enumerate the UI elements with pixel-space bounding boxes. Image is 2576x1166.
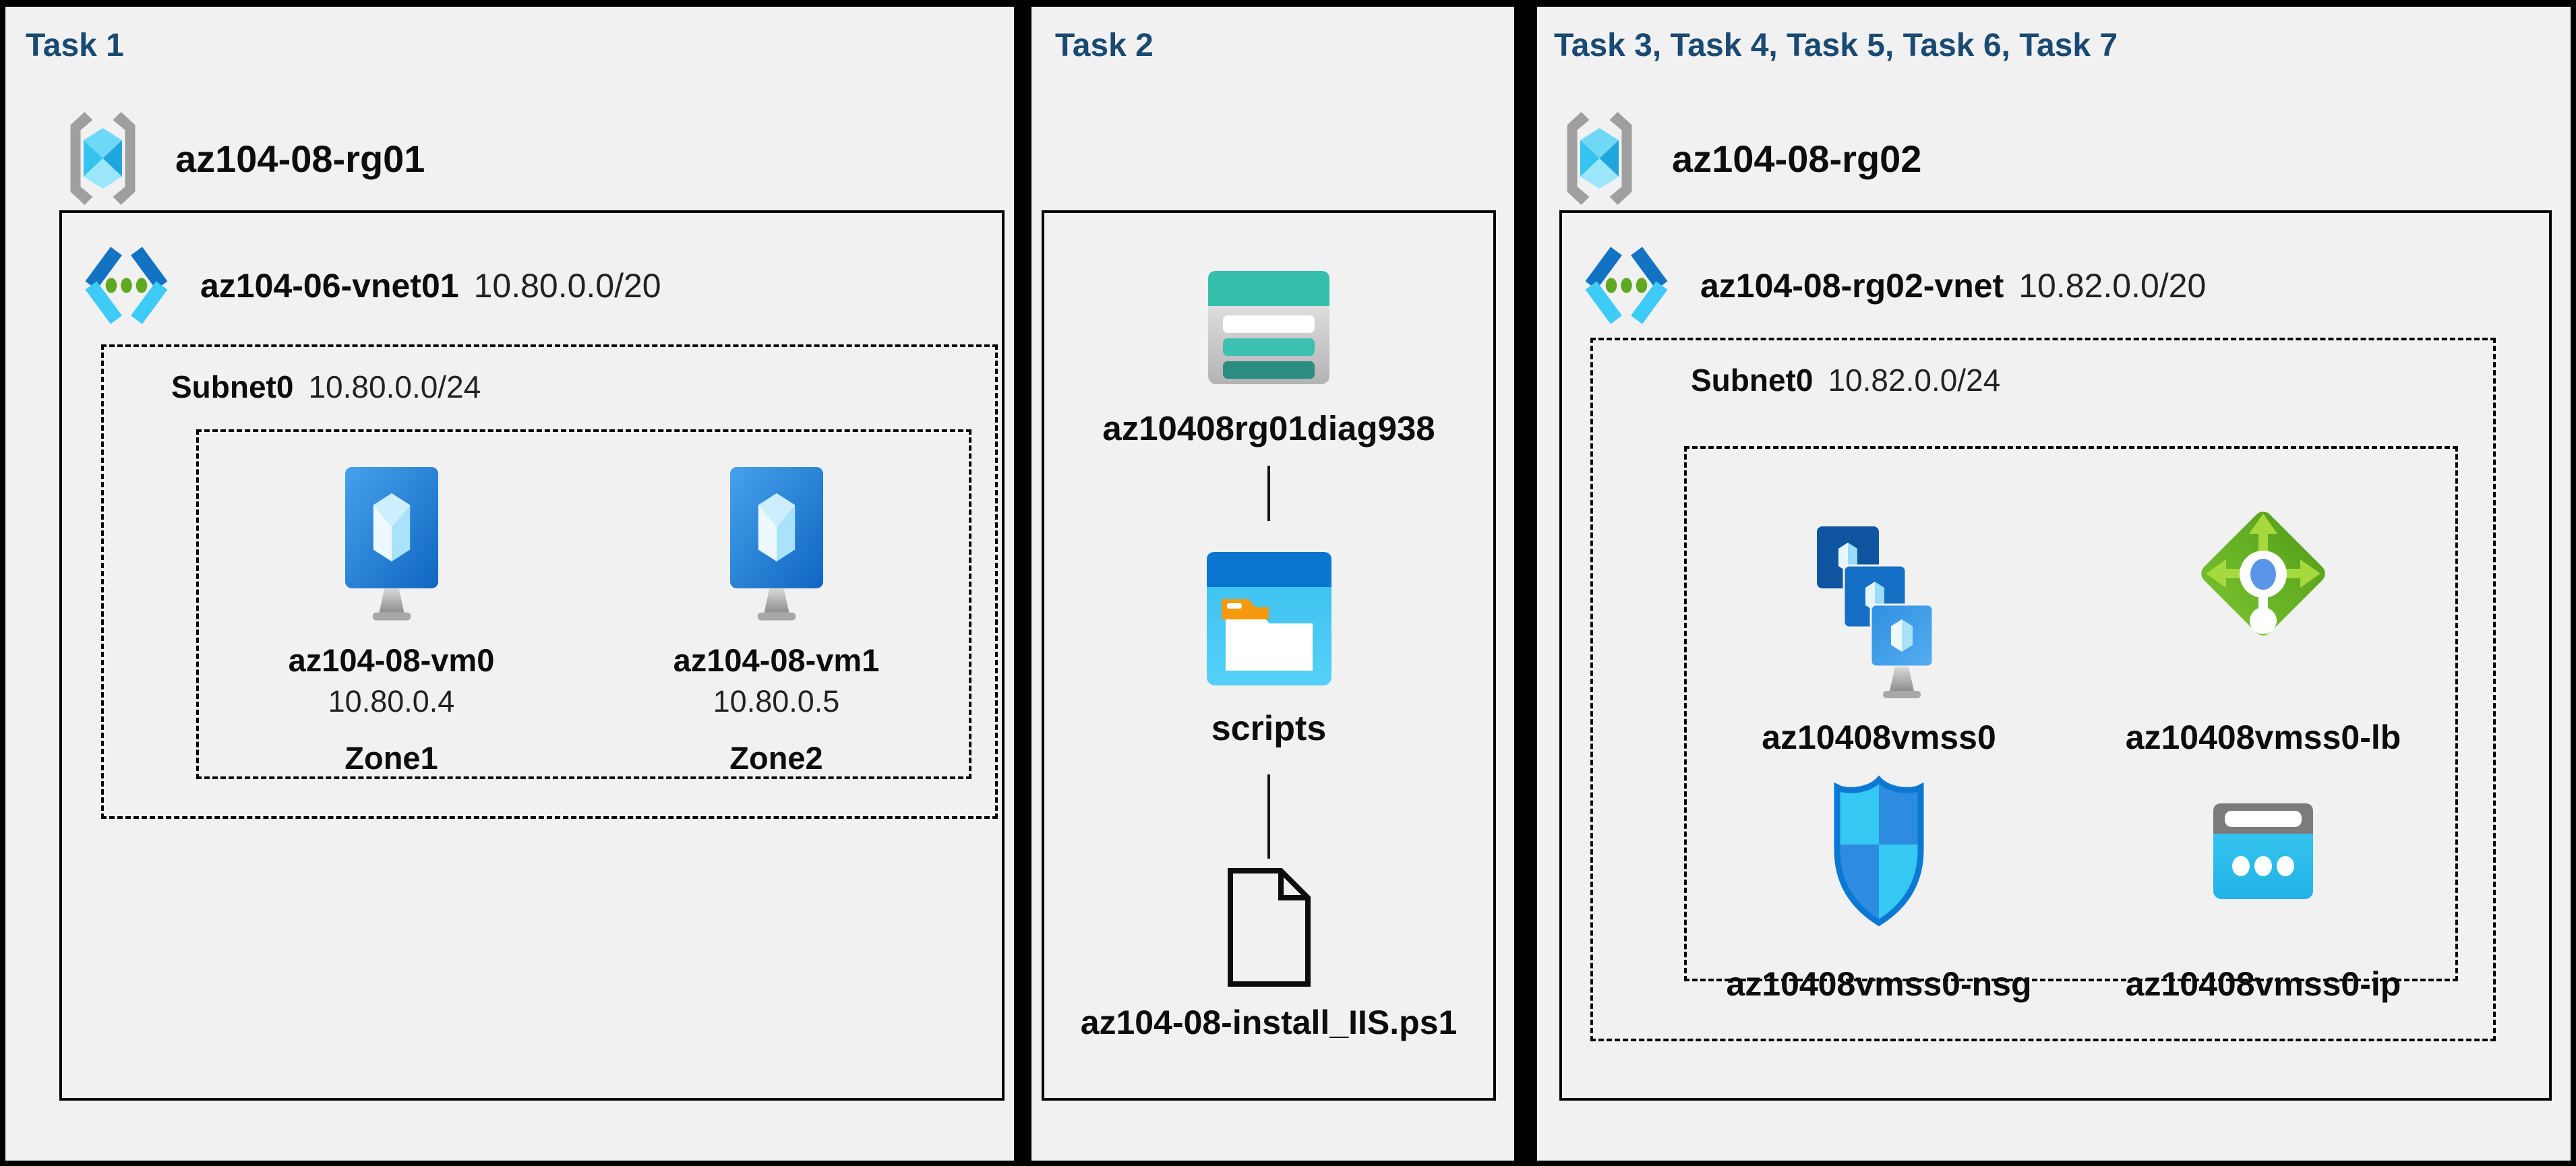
- icon-slot: [2192, 449, 2334, 702]
- vm-zone: Zone2: [729, 740, 823, 776]
- task1-panel: Task 1 az104-08-rg01: [5, 7, 1014, 1161]
- resource-group-name: az104-08-rg02: [1672, 137, 1922, 180]
- resource-group-name: az104-08-rg01: [175, 137, 425, 180]
- task2-storage-box: az10408rg01diag938 scripts az104-08-inst…: [1042, 210, 1496, 1101]
- task3-resource-group: az104-08-rg02: [1557, 108, 1921, 209]
- task2-title: Task 2: [1055, 28, 1154, 63]
- file-name: az104-08-install_IIS.ps1: [1080, 1004, 1458, 1041]
- public-ip-item: az10408vmss0-ip: [2071, 757, 2455, 1004]
- vnet-cidr: 10.82.0.0/20: [2018, 266, 2207, 305]
- task3-title: Task 3, Task 4, Task 5, Task 6, Task 7: [1554, 28, 2118, 63]
- virtual-machine-icon: [345, 467, 438, 621]
- task3-vnet: az104-08-rg02-vnet 10.82.0.0/20: [1581, 240, 2206, 331]
- vm1-item: az104-08-vm1 10.80.0.5 Zone2: [673, 432, 880, 776]
- file-icon: [1227, 868, 1311, 987]
- blob-container-icon: [1206, 552, 1331, 685]
- task1-vnet-box: az104-06-vnet01 10.80.0.0/20 Subnet0 10.80…: [59, 210, 1005, 1101]
- storage-account-icon: [1208, 271, 1329, 384]
- vm0-item: az104-08-vm0 10.80.0.4 Zone1: [288, 432, 495, 776]
- subnet-name: Subnet0: [171, 369, 294, 404]
- vmss-item: az10408vmss0: [1687, 449, 2071, 757]
- virtual-machine-icon: [729, 467, 823, 621]
- task3-panel: Task 3, Task 4, Task 5, Task 6, Task 7 a…: [1537, 7, 2571, 1161]
- vnet-name: az104-08-rg02-vnet: [1700, 266, 2004, 305]
- subnet-cidr: 10.82.0.0/24: [1828, 363, 2001, 398]
- task2-flow: az10408rg01diag938 scripts az104-08-inst…: [1044, 213, 1493, 1042]
- task1-subnet-box: Subnet0 10.80.0.0/24: [101, 344, 998, 819]
- task3-vnet-box: az104-08-rg02-vnet 10.82.0.0/20 Subnet0 10…: [1559, 210, 2552, 1101]
- vnet-cidr: 10.80.0.0/20: [473, 266, 661, 305]
- vm-grid: az104-08-vm0 10.80.0.4 Zone1: [199, 432, 969, 776]
- virtual-network-icon: [1585, 247, 1668, 324]
- connector-line: [1267, 466, 1270, 521]
- icon-slot: [2213, 757, 2313, 946]
- resource-name: az10408vmss0-ip: [2125, 965, 2401, 1003]
- container-name: scripts: [1211, 709, 1327, 748]
- subnet-label: Subnet0 10.80.0.0/24: [171, 369, 481, 405]
- vnet-label: az104-06-vnet01 10.80.0.0/20: [200, 266, 661, 305]
- resource-name: az10408vmss0-lb: [2125, 718, 2401, 756]
- vm-name: az104-08-vm1: [673, 642, 880, 678]
- virtual-network-icon: [85, 247, 168, 324]
- vnet-name: az104-06-vnet01: [200, 266, 459, 305]
- load-balancer-item: az10408vmss0-lb: [2071, 449, 2455, 757]
- icon-slot: [1811, 449, 1946, 702]
- task2-panel: Task 2 az10408rg01diag938: [1031, 7, 1514, 1161]
- subnet-cidr: 10.80.0.0/24: [308, 369, 481, 404]
- public-ip-icon: [2213, 803, 2313, 899]
- resource-group-icon: [70, 112, 136, 205]
- connector-line: [1267, 774, 1270, 859]
- nsg-item: az10408vmss0-nsg: [1687, 757, 2071, 1004]
- vnet-label: az104-08-rg02-vnet 10.82.0.0/20: [1700, 266, 2206, 305]
- resource-name: az10408vmss0: [1762, 718, 1996, 756]
- task1-vnet: az104-06-vnet01 10.80.0.0/20: [81, 240, 661, 331]
- task1-title: Task 1: [26, 28, 124, 63]
- subnet-label: Subnet0 10.82.0.0/24: [1691, 362, 2000, 398]
- task1-resource-group: az104-08-rg01: [61, 108, 425, 209]
- vm-ip: 10.80.0.5: [713, 684, 840, 718]
- task3-resource-group-box: az10408vmss0: [1684, 446, 2458, 1003]
- load-balancer-icon: [2201, 512, 2325, 636]
- resource-group-icon: [1567, 112, 1632, 205]
- icon-slot: [1825, 757, 1933, 946]
- subnet-name: Subnet0: [1691, 363, 1814, 398]
- resource-grid: az10408vmss0: [1687, 449, 2455, 1003]
- vm-name: az104-08-vm0: [288, 642, 495, 678]
- task3-subnet-box: Subnet0 10.82.0.0/24: [1590, 338, 2496, 1041]
- vm-ip: 10.80.0.4: [328, 684, 455, 718]
- storage-account-name: az10408rg01diag938: [1102, 409, 1435, 448]
- task1-vm-group-box: az104-08-vm0 10.80.0.4 Zone1: [196, 429, 971, 779]
- vm-zone: Zone1: [345, 740, 438, 776]
- vm-scale-set-icon: [1817, 526, 1934, 698]
- resource-name: az10408vmss0-nsg: [1726, 965, 2032, 1003]
- network-security-group-icon: [1834, 775, 1924, 927]
